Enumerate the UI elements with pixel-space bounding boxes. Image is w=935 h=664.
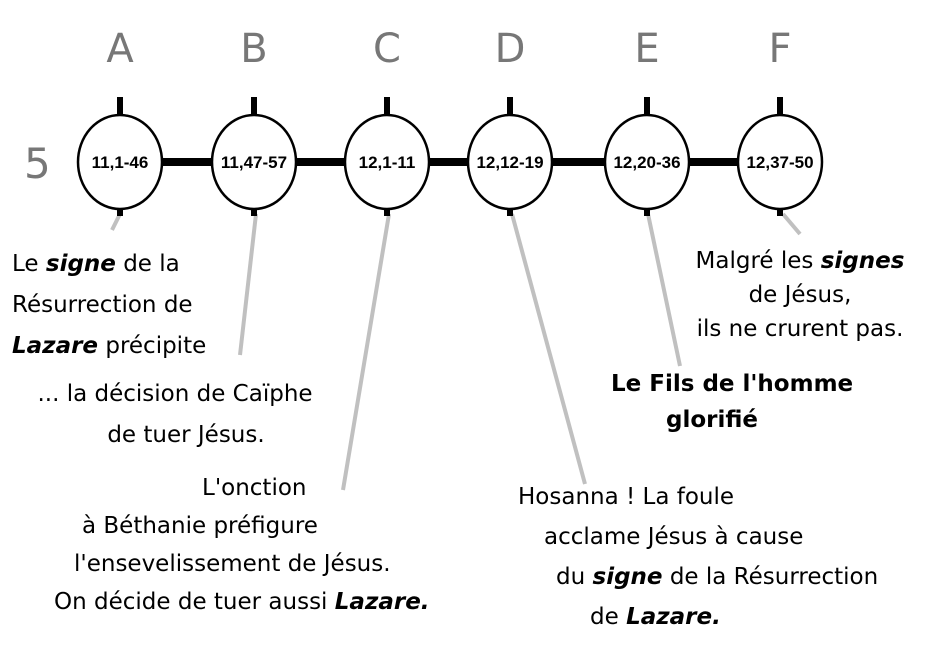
pointer-f: [781, 212, 802, 236]
node-circle: [76, 113, 164, 211]
node-reference: 12,20-36: [613, 153, 680, 172]
node-letter: B: [240, 26, 267, 72]
pointer-e: [646, 213, 682, 367]
node-letter: D: [495, 26, 526, 72]
node-reference: 11,1-46: [92, 153, 149, 172]
node-reference: 12,1-11: [359, 153, 416, 172]
pointer-a: [110, 213, 122, 231]
node-circle: [343, 113, 431, 211]
note-e: Le Fils de l'homme glorifié: [611, 371, 854, 433]
node-circle: [466, 113, 554, 211]
node-letter: A: [106, 26, 134, 72]
node-reference: 12,12-19: [476, 153, 543, 172]
pointer-d: [510, 213, 587, 485]
row-number: 5: [24, 139, 51, 188]
node-circle: [210, 113, 298, 211]
node-letter: F: [768, 26, 791, 72]
node-circle: [603, 113, 691, 211]
note-c: L'onction à Béthanie préfigure l'ensevel…: [54, 475, 430, 615]
note-a: Le signe de la Résurrection de Lazare pr…: [12, 251, 207, 359]
pointer-lines: [110, 212, 802, 491]
note-d: Hosanna ! La foule acclame Jésus à cause…: [518, 484, 879, 630]
node-letter: C: [373, 26, 401, 72]
node-reference: 11,47-57: [221, 153, 287, 172]
pointer-b: [238, 213, 258, 356]
node-circle: [736, 113, 824, 211]
node-reference: 12,37-50: [746, 153, 813, 172]
note-b: ... la décision de Caïphe de tuer Jésus.: [37, 381, 313, 448]
pointer-c: [341, 213, 391, 491]
node-letter: E: [634, 26, 659, 72]
note-f: Malgré les signes de Jésus, ils ne crure…: [695, 248, 905, 342]
